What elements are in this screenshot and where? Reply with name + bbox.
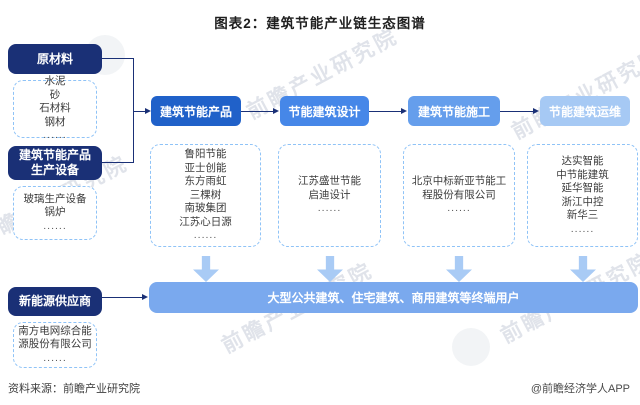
company-item: 江苏心日源 bbox=[179, 215, 232, 228]
list-item-ellipsis: ...... bbox=[43, 129, 67, 142]
list-item-ellipsis: ...... bbox=[43, 219, 67, 232]
company-item: 中节能建筑 bbox=[556, 168, 609, 181]
company-item-ellipsis: ...... bbox=[317, 202, 342, 215]
category-raw-materials: 原材料 bbox=[8, 44, 102, 74]
company-item-ellipsis: ...... bbox=[570, 222, 595, 235]
company-item: 北京中标新亚节能工程股份有限公司 bbox=[411, 175, 507, 201]
end-users-bar: 大型公共建筑、住宅建筑、商用建筑等终端用户 bbox=[149, 282, 638, 313]
company-item: 浙江中控 bbox=[561, 195, 604, 208]
company-item: 南玻集团 bbox=[184, 202, 227, 215]
down-arrow-icon bbox=[317, 256, 343, 282]
credit-note: @前瞻经济学人APP bbox=[530, 383, 630, 395]
connector-line bbox=[369, 111, 402, 112]
equipment-list: 玻璃生产设备 锅炉 ...... bbox=[13, 186, 97, 240]
list-item-ellipsis: ...... bbox=[43, 351, 67, 364]
company-item: 延华智能 bbox=[561, 182, 604, 194]
connector-line bbox=[500, 111, 534, 112]
source-note: 资料来源：前瞻产业研究院 bbox=[8, 383, 140, 395]
list-item: 钢材 bbox=[44, 115, 66, 128]
connector-line bbox=[102, 58, 134, 59]
arrowhead-icon bbox=[273, 108, 279, 114]
stage2-companies: 江苏盛世节能 启迪设计 ...... bbox=[278, 144, 381, 247]
company-item: 启迪设计 bbox=[308, 188, 351, 201]
list-item: 砂 bbox=[49, 88, 61, 101]
chart-title: 图表2：建筑节能产业链生态图谱 bbox=[214, 16, 426, 31]
stage4-companies: 达实智能 中节能建筑 延华智能 浙江中控 新华三 ...... bbox=[527, 144, 638, 247]
connector-line bbox=[241, 111, 274, 112]
connector-line bbox=[102, 297, 143, 298]
list-item: 南方电网综合能源股份有限公司 bbox=[18, 324, 92, 351]
watermark-text: 前瞻产业研究院 bbox=[508, 44, 640, 144]
arrowhead-icon bbox=[401, 108, 407, 114]
list-item: 锅炉 bbox=[44, 206, 66, 219]
category-new-energy-supplier: 新能源供应商 bbox=[8, 287, 102, 316]
down-arrow-icon bbox=[193, 256, 219, 282]
raw-materials-list: 水泥 砂 石材料 钢材 ...... bbox=[13, 75, 97, 141]
stage-operation-maintenance: 节能建筑运维 bbox=[540, 96, 630, 126]
stage-building-design: 节能建筑设计 bbox=[280, 96, 369, 126]
watermark-logo-icon bbox=[452, 328, 490, 366]
list-item: 水泥 bbox=[44, 75, 66, 88]
connector-line bbox=[133, 111, 146, 112]
stage1-companies: 鲁阳节能 亚士创能 东方雨虹 三棵树 南玻集团 江苏心日源 ...... bbox=[150, 144, 261, 247]
down-arrow-icon bbox=[570, 256, 596, 282]
company-item: 新华三 bbox=[566, 209, 599, 221]
company-item: 江苏盛世节能 bbox=[298, 175, 361, 188]
arrowhead-icon bbox=[533, 108, 539, 114]
category-production-equipment: 建筑节能产品生产设备 bbox=[8, 146, 102, 180]
company-item: 三棵树 bbox=[189, 188, 222, 201]
connector-line bbox=[133, 58, 134, 163]
stage-energy-saving-products: 建筑节能产品 bbox=[151, 96, 241, 126]
stage-construction: 建筑节能施工 bbox=[408, 96, 500, 126]
stage3-companies: 北京中标新亚节能工程股份有限公司 ...... bbox=[403, 144, 515, 247]
list-item: 石材料 bbox=[39, 102, 71, 115]
arrowhead-icon bbox=[145, 108, 151, 114]
down-arrow-icon bbox=[446, 256, 472, 282]
company-item: 鲁阳节能 bbox=[184, 148, 227, 161]
energy-supplier-list: 南方电网综合能源股份有限公司 ...... bbox=[13, 322, 97, 368]
list-item: 玻璃生产设备 bbox=[23, 192, 87, 205]
connector-line bbox=[102, 162, 134, 163]
company-item: 达实智能 bbox=[561, 155, 604, 167]
company-item-ellipsis: ...... bbox=[193, 229, 218, 242]
company-item: 亚士创能 bbox=[184, 161, 227, 174]
company-item-ellipsis: ...... bbox=[447, 202, 471, 215]
company-item: 东方雨虹 bbox=[184, 175, 227, 188]
arrowhead-icon bbox=[142, 294, 148, 300]
